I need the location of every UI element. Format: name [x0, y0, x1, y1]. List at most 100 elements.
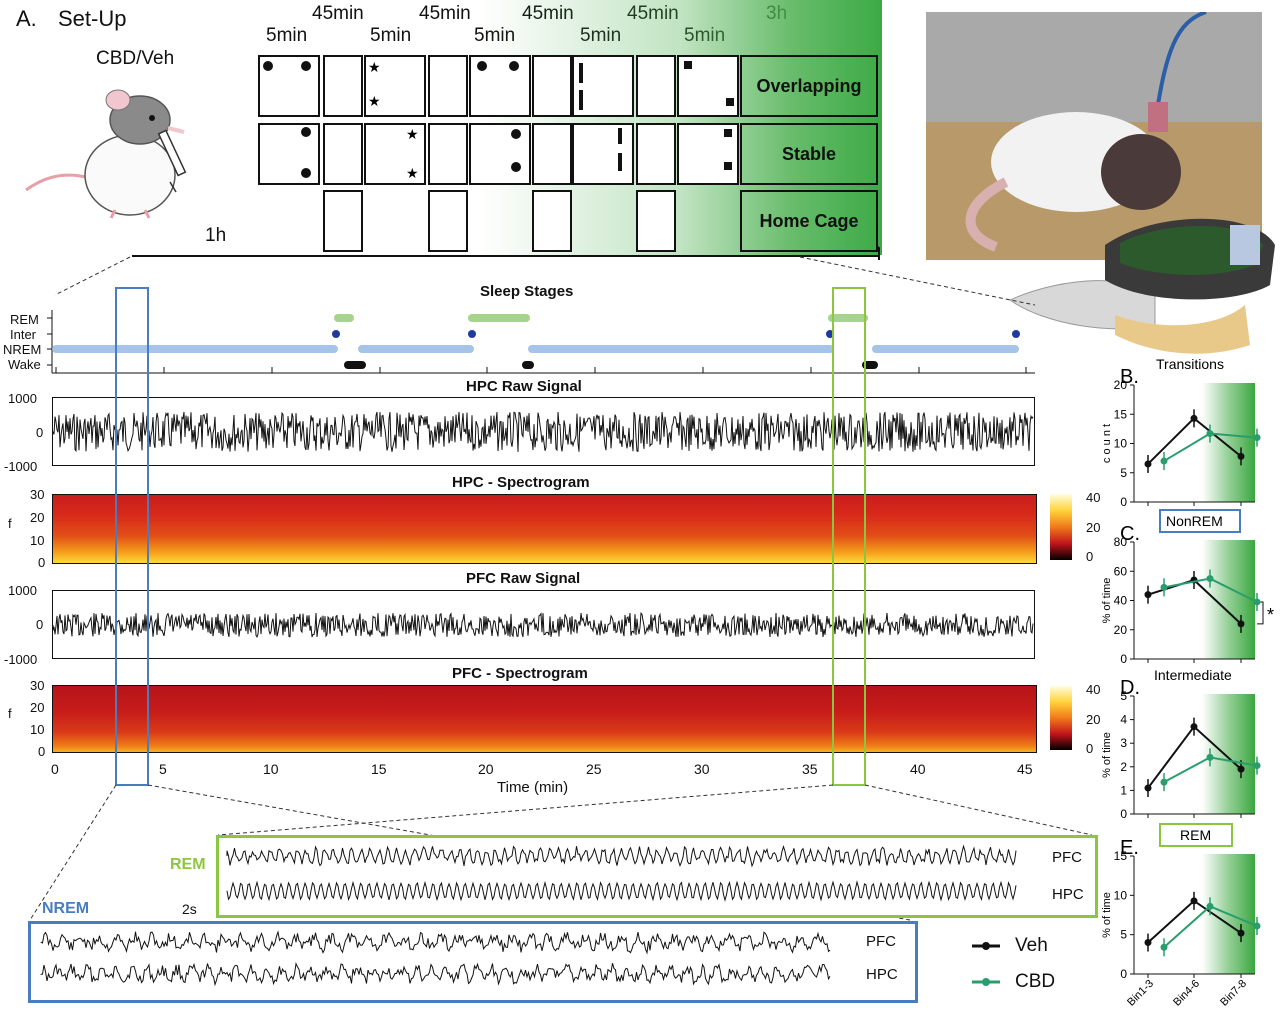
hpc-freq-tick-0: 0: [38, 555, 46, 570]
chart-0-ytick-label-2: 10: [1114, 437, 1128, 451]
homecage-overlapping-1: [323, 55, 363, 117]
chart-xtick-label-0: Bin1-3: [1125, 978, 1156, 1009]
chart-0-series-veh-point-2: [1237, 452, 1245, 460]
time-tick-15: 15: [371, 761, 387, 777]
chart-xtick-label-1: Bin4-6: [1171, 978, 1202, 1009]
homecage-stable-2: [428, 123, 468, 185]
chart-0-ytick-label-1: 15: [1114, 407, 1128, 421]
nrem-hpc-label: HPC: [866, 966, 898, 983]
chart-2-ytick-label-3: 2: [1120, 760, 1127, 774]
row-label-home-cage: Home Cage: [740, 190, 878, 252]
hpc-spectrogram-title: HPC - Spectrogram: [452, 474, 590, 491]
time-axis-label: Time (min): [497, 779, 569, 796]
chart-3-ytick-label-2: 5: [1120, 928, 1127, 942]
nrem-zoom-box: [28, 921, 918, 1003]
chart-0-ytick-label-4: 0: [1120, 495, 1127, 509]
pfc-raw-trace: [52, 590, 1035, 659]
legend-veh-dot: [982, 942, 990, 950]
chart-0-green-zone: [1202, 383, 1255, 502]
pfc-colorbar-tick-40: 40: [1086, 682, 1101, 697]
legend-veh-label: Veh: [1015, 935, 1048, 956]
rem-zoom-label: REM: [170, 856, 206, 873]
time-tick-25: 25: [586, 761, 602, 777]
chart-3-title: REM: [1180, 827, 1211, 843]
chart-1-series-veh-point-0: [1144, 591, 1152, 599]
hpc-raw-tick-bottom: -1000: [4, 459, 38, 474]
rem-traces: [226, 844, 1017, 902]
rat-photo: [926, 10, 1262, 260]
chart-1-series-cbd-point-2: [1253, 598, 1261, 606]
stage-label-inter: Inter: [10, 327, 37, 342]
hpc-raw-title: HPC Raw Signal: [466, 378, 582, 395]
chart-0-series-cbd-point-0: [1160, 457, 1168, 465]
hpc-raw-trace: [52, 397, 1035, 466]
chart-3-title-box: [1159, 823, 1233, 847]
rem-zoom-box: [216, 835, 1098, 918]
chart-0-title: Transitions: [1156, 356, 1224, 372]
hpc-colorbar-tick-20: 20: [1086, 520, 1101, 535]
hpc-freq-tick-20: 20: [30, 510, 45, 525]
rat-illustration: [25, 89, 187, 219]
chart-3-ytick-label-0: 15: [1114, 849, 1128, 863]
time-tick-35: 35: [802, 761, 818, 777]
homecage-stable-4: [636, 123, 676, 185]
hpc-freq-tick-10: 10: [30, 533, 45, 548]
chart-3-panel-label: E.: [1120, 837, 1139, 859]
arena-overlapping-4: [572, 55, 634, 117]
chart-3-ytick-label-3: 0: [1120, 967, 1127, 981]
arena-stable-3: [469, 123, 531, 185]
chart-1-ytick-label-4: 0: [1120, 652, 1127, 666]
chart-0-ytick-label-0: 20: [1114, 378, 1128, 392]
legend-cbd-label: CBD: [1015, 971, 1056, 992]
chart-1-series-veh-point-2: [1237, 620, 1245, 628]
arena-stable-2: [364, 123, 426, 185]
chart-3-series-cbd-point-0: [1160, 943, 1168, 951]
pfc-colorbar-tick-0: 0: [1086, 741, 1094, 756]
rem-pfc-label: PFC: [1052, 849, 1082, 866]
time-scale-label: 2s: [182, 901, 197, 917]
chart-2-series-veh-point-0: [1144, 784, 1152, 792]
chart-2-series-cbd-point-0: [1160, 778, 1168, 786]
chart-2-series-cbd-point-1: [1206, 753, 1214, 761]
chart-2-title: Intermediate: [1154, 667, 1232, 683]
homecage-only-1: [323, 190, 363, 252]
nrem-pfc-label: PFC: [866, 933, 896, 950]
chart-1-ylabel: % of time: [1101, 578, 1113, 624]
chart-0-series-cbd-point-1: [1206, 430, 1214, 438]
time-tick-30: 30: [694, 761, 710, 777]
legend-markers: [972, 942, 1000, 986]
chart-1-title-box: [1159, 509, 1241, 533]
time-tick-45: 45: [1017, 761, 1033, 777]
chart-3-series-veh-point-2: [1237, 929, 1245, 937]
pfc-spectrogram: [52, 685, 1037, 753]
timing-bottom-1: 5min: [266, 25, 308, 46]
nrem-traces: [40, 930, 831, 987]
long-gap-label: 1h: [205, 225, 227, 246]
arena-overlapping-5: [677, 55, 739, 117]
pfc-freq-tick-20: 20: [30, 700, 45, 715]
pfc-raw-tick-bottom: -1000: [4, 652, 38, 667]
chart-0-ylabel: c o u n t: [1101, 424, 1113, 463]
time-tick-5: 5: [159, 761, 167, 777]
chart-0-ytick-label-3: 5: [1120, 466, 1127, 480]
sleep-stages-title: Sleep Stages: [480, 283, 574, 300]
hpc-raw-tick-mid: 0: [36, 425, 44, 440]
timing-top-1: 45min: [312, 3, 364, 24]
chart-2-ytick-label-5: 0: [1120, 807, 1127, 821]
chart-3-series-cbd-point-2: [1253, 922, 1261, 930]
chart-0-series-cbd-point-2: [1253, 434, 1261, 442]
arena-overlapping-2: [364, 55, 426, 117]
pfc-freq-axis-label: f: [8, 706, 12, 721]
arena-stable-1: [258, 123, 320, 185]
chart-2-series-cbd-point-2: [1253, 762, 1261, 770]
stage-label-nrem: NREM: [3, 342, 42, 357]
chart-1-green-zone: [1202, 540, 1255, 659]
chart-0-series-veh-point-0: [1144, 460, 1152, 468]
pfc-colorbar-tick-20: 20: [1086, 712, 1101, 727]
legend-cbd-dot: [982, 978, 990, 986]
chart-2-panel-label: D.: [1120, 677, 1140, 699]
hpc-spectrogram: [52, 494, 1037, 564]
row-label-overlapping: Overlapping: [740, 55, 878, 117]
pfc-raw-tick-top: 1000: [8, 583, 37, 598]
